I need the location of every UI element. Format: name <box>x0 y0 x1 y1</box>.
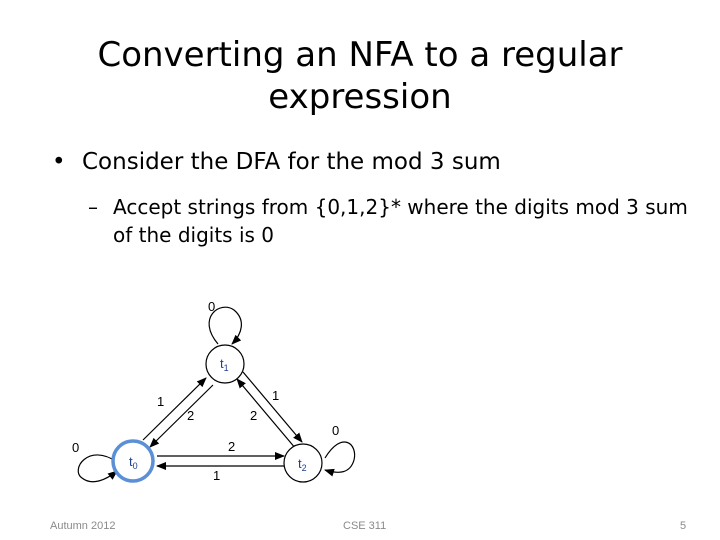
label-loop-t1: 0 <box>208 299 215 314</box>
state-t0 <box>111 439 155 483</box>
edge-t1-t0 <box>149 384 214 448</box>
title-line-2: expression <box>268 77 452 117</box>
sub-bullet-text: Accept strings from {0,1,2}* where the d… <box>113 195 688 247</box>
self-loop-t1 <box>208 306 242 345</box>
footer-center: CSE 311 <box>343 520 387 532</box>
label-t2-t1: 2 <box>250 408 257 423</box>
self-loop-t0 <box>77 454 118 483</box>
state-t1 <box>205 344 245 384</box>
state-t2 <box>283 443 323 483</box>
label-t2-t0: 1 <box>213 468 220 483</box>
slide-title: Converting an NFA to a regular expressio… <box>60 34 660 118</box>
edge-t2-t1 <box>236 378 297 450</box>
footer-left: Autumn 2012 <box>50 520 116 532</box>
edge-t0-t1 <box>142 377 207 441</box>
label-t0-t2: 2 <box>228 439 235 454</box>
footer-page-number: 5 <box>680 520 687 532</box>
bullet-marker: • <box>52 149 66 175</box>
label-loop-t2: 0 <box>332 423 339 438</box>
label-loop-t0: 0 <box>72 440 79 455</box>
edge-t1-t2 <box>242 371 303 443</box>
state-label-t1: t1 <box>220 356 229 373</box>
bullet-text: Consider the DFA for the mod 3 sum <box>82 149 501 175</box>
label-t1-t0: 2 <box>187 408 194 423</box>
label-t0-t1: 1 <box>157 394 164 409</box>
state-label-t0: t0 <box>129 454 138 471</box>
sub-bullet-marker: – <box>88 195 98 219</box>
state-label-t2: t2 <box>298 456 307 473</box>
self-loop-t2 <box>324 441 356 477</box>
title-line-1: Converting an NFA to a regular <box>97 35 623 75</box>
label-t1-t2: 1 <box>272 388 279 403</box>
